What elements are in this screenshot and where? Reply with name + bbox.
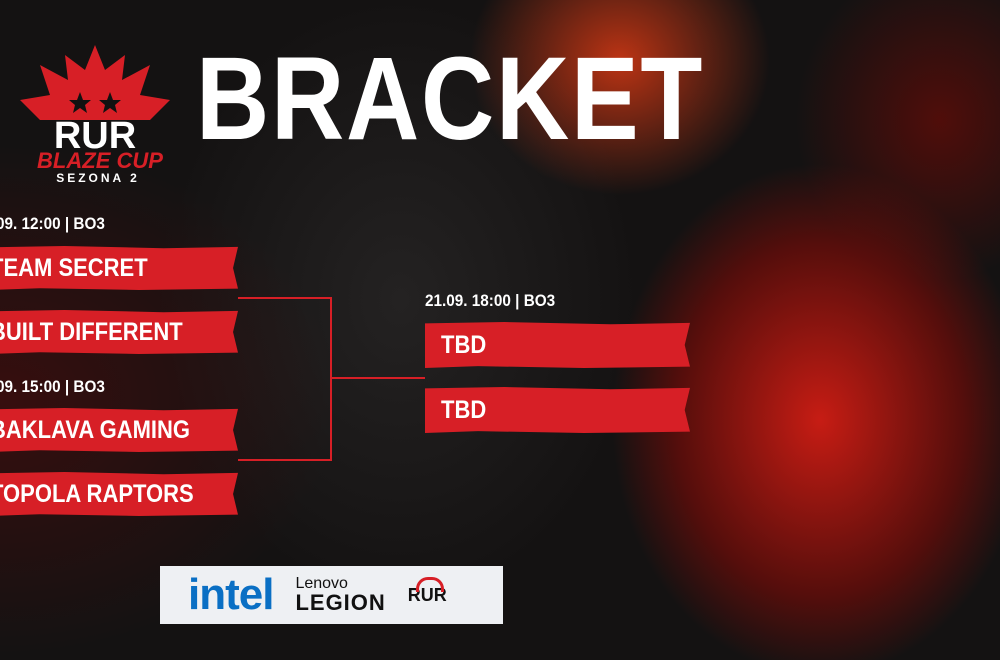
connector-line <box>330 377 425 379</box>
connector-line <box>238 459 331 461</box>
final-team-slot: TBD <box>425 387 690 433</box>
svg-text:BLAZE CUP: BLAZE CUP <box>37 148 163 173</box>
lenovo-legion-logo: Lenovo LEGION <box>295 576 385 614</box>
legion-text: LEGION <box>295 590 386 615</box>
team-name: TEAM SECRET <box>0 253 148 282</box>
svg-text:SEZONA 2: SEZONA 2 <box>56 171 140 185</box>
rur-blaze-cup-logo: RUR BLAZE CUP SEZONA 2 <box>20 45 170 185</box>
team-name: TBD <box>441 330 487 359</box>
lenovo-text: Lenovo <box>295 575 348 592</box>
team-name: TBD <box>441 395 487 424</box>
intel-logo: intel <box>188 570 274 619</box>
rur-logo: RUR <box>408 576 447 606</box>
final-team-slot: TBD <box>425 322 690 368</box>
gear-icon <box>415 576 444 592</box>
connector-line <box>238 297 331 299</box>
final-meta: 21.09. 18:00 | BO3 <box>425 291 556 310</box>
team-slot: TOPOLA RAPTORS <box>0 472 238 516</box>
connector-line <box>330 297 332 461</box>
page-title: BRACKET <box>196 33 705 165</box>
team-name: BUILT DIFFERENT <box>0 317 183 346</box>
team-name: TOPOLA RAPTORS <box>0 479 194 508</box>
team-slot: BUILT DIFFERENT <box>0 310 238 354</box>
team-slot: TEAM SECRET <box>0 246 238 290</box>
svg-text:RUR: RUR <box>54 115 136 157</box>
team-name: BAKLAVA GAMING <box>0 415 191 444</box>
sponsor-banner: intel Lenovo LEGION RUR <box>160 566 503 624</box>
match-1-meta: 09. 12:00 | BO3 <box>0 214 105 233</box>
match-2-meta: 09. 15:00 | BO3 <box>0 377 105 396</box>
team-slot: BAKLAVA GAMING <box>0 408 238 452</box>
